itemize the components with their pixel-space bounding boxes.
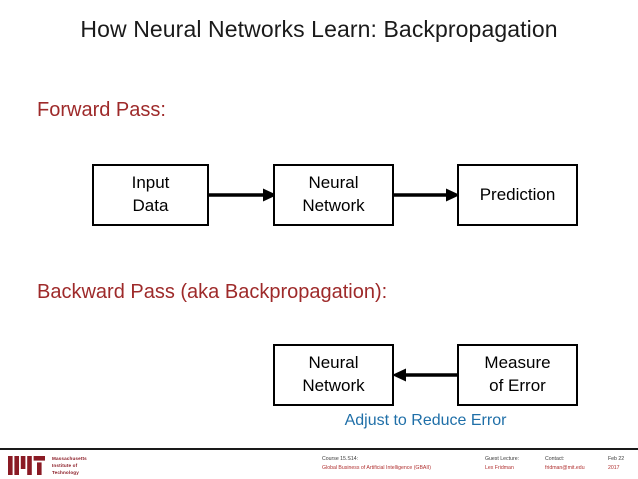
footer-course-info: Course 15.S14: Global Business of Artifi… — [322, 455, 431, 473]
mit-logo-wordmark: Massachusetts Institute of Technology — [52, 455, 87, 476]
page-title: How Neural Networks Learn: Backpropagati… — [80, 16, 558, 42]
arrow-neural-network-to-prediction-icon — [392, 188, 460, 202]
mit-logo-wordmark-line1: Massachusetts — [52, 456, 87, 461]
footer-contact-value: fridman@mit.edu — [545, 465, 585, 472]
adjust-to-reduce-error-caption: Adjust to Reduce Error — [344, 412, 507, 429]
footer-course-value: Global Business of Artificial Intelligen… — [322, 465, 431, 472]
backward-pass-heading: Backward Pass (aka Backpropagation): — [37, 281, 388, 303]
flow-box-prediction: Prediction — [457, 164, 578, 226]
footer-guest-lecture: Guest Lecture: Lex Fridman — [485, 455, 519, 473]
flow-box-neural-network-line1: Neural — [308, 173, 359, 193]
footer-date-value: 2017 — [608, 465, 620, 472]
flow-box-neural-network-backward-line1: Neural — [308, 353, 359, 373]
flow-box-neural-network-backward-line2: Network — [302, 376, 365, 395]
flow-box-input-data: Input Data — [92, 164, 209, 226]
footer-date-label: Feb 22 — [608, 456, 625, 462]
mit-logo: Massachusetts Institute of Technology — [8, 455, 87, 476]
forward-pass-heading: Forward Pass: — [37, 99, 166, 121]
footer-contact: Contact: fridman@mit.edu — [545, 455, 585, 473]
footer-guest-lecture-label: Guest Lecture: — [485, 456, 520, 462]
flow-box-measure-of-error: Measure of Error — [457, 344, 578, 406]
arrow-input-to-neural-network-icon — [207, 188, 277, 202]
flow-box-measure-of-error-line2: of Error — [489, 376, 546, 395]
arrow-measure-of-error-to-neural-network-icon — [392, 368, 460, 382]
flow-box-input-data-line2: Data — [132, 196, 169, 215]
flow-box-neural-network-line2: Network — [302, 196, 365, 215]
flow-box-measure-of-error-line1: Measure — [484, 353, 551, 373]
footer-course-label: Course 15.S14: — [322, 456, 359, 462]
footer-guest-lecture-value: Lex Fridman — [485, 465, 514, 472]
mit-logo-mark-icon — [8, 456, 45, 476]
mit-logo-wordmark-line2: Institute of — [52, 463, 78, 469]
flow-box-neural-network: Neural Network — [273, 164, 394, 226]
footer: Massachusetts Institute of Technology Co… — [0, 450, 638, 479]
flow-box-neural-network-backward: Neural Network — [273, 344, 394, 406]
flow-box-prediction-line1: Prediction — [479, 184, 556, 204]
footer-date: Feb 22 2017 — [608, 455, 624, 473]
flow-box-input-data-line1: Input — [131, 173, 170, 193]
footer-contact-label: Contact: — [545, 456, 565, 462]
footer-divider — [0, 448, 638, 450]
mit-logo-wordmark-line3: Technology — [52, 470, 79, 476]
